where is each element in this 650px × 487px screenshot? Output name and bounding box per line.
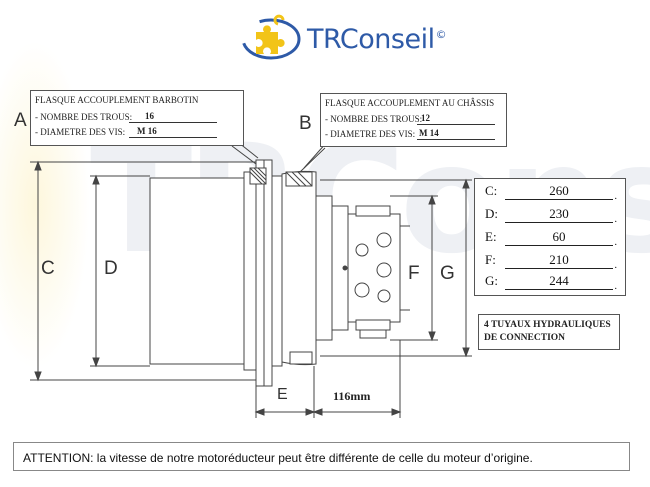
flasque-barbotin-title: FLASQUE ACCOUPLEMENT BARBOTIN — [35, 95, 199, 105]
label-g: G — [440, 263, 455, 284]
hydraulic-note: 4 TUYAUX HYDRAULIQUES DE CONNECTION — [478, 314, 620, 350]
flasque-barbotin-box: FLASQUE ACCOUPLEMENT BARBOTIN - NOMBRE D… — [30, 90, 244, 146]
flasque-barbotin-screw-value: M 16 — [137, 126, 157, 136]
label-a: A — [14, 110, 27, 131]
dimension-row-g: G:244. — [485, 273, 617, 292]
puzzle-logo-icon — [241, 14, 301, 60]
flasque-barbotin-screw-label: - DIAMETRE DES VIS: — [35, 127, 126, 137]
flasque-barbotin-holes-value: 16 — [145, 111, 154, 121]
dimension-row-f: F:210. — [485, 252, 617, 271]
dimension-row-d: D:230. — [485, 206, 617, 225]
label-116mm: 116mm — [333, 389, 371, 403]
flasque-chassis-title: FLASQUE ACCOUPLEMENT AU CHÂSSIS — [325, 98, 495, 108]
motor-drawing — [30, 138, 472, 418]
flasque-chassis-screw-label: - DIAMETRE DES VIS: — [325, 129, 416, 139]
label-d: D — [104, 258, 118, 279]
label-c: C — [41, 258, 55, 279]
flasque-chassis-screw-value: M 14 — [419, 128, 439, 138]
flasque-chassis-holes-value: 12 — [421, 113, 430, 123]
label-e: E — [277, 386, 288, 403]
flasque-chassis-holes-label: - NOMBRE DES TROUS: — [325, 114, 423, 124]
label-b: B — [299, 113, 312, 134]
label-f: F — [408, 263, 420, 284]
flasque-chassis-box: FLASQUE ACCOUPLEMENT AU CHÂSSIS - NOMBRE… — [320, 93, 507, 147]
attention-notice: ATTENTION: la vitesse de notre motoréduc… — [13, 442, 630, 471]
brand-name: TRConseil© — [307, 24, 447, 55]
flasque-barbotin-holes-label: - NOMBRE DES TROUS: — [35, 112, 133, 122]
dimension-row-e: E:60. — [485, 229, 617, 248]
dimension-row-c: C:260. — [485, 183, 617, 202]
dimensions-box: C:260. D:230. E:60. F:210. G:244. — [474, 178, 626, 296]
